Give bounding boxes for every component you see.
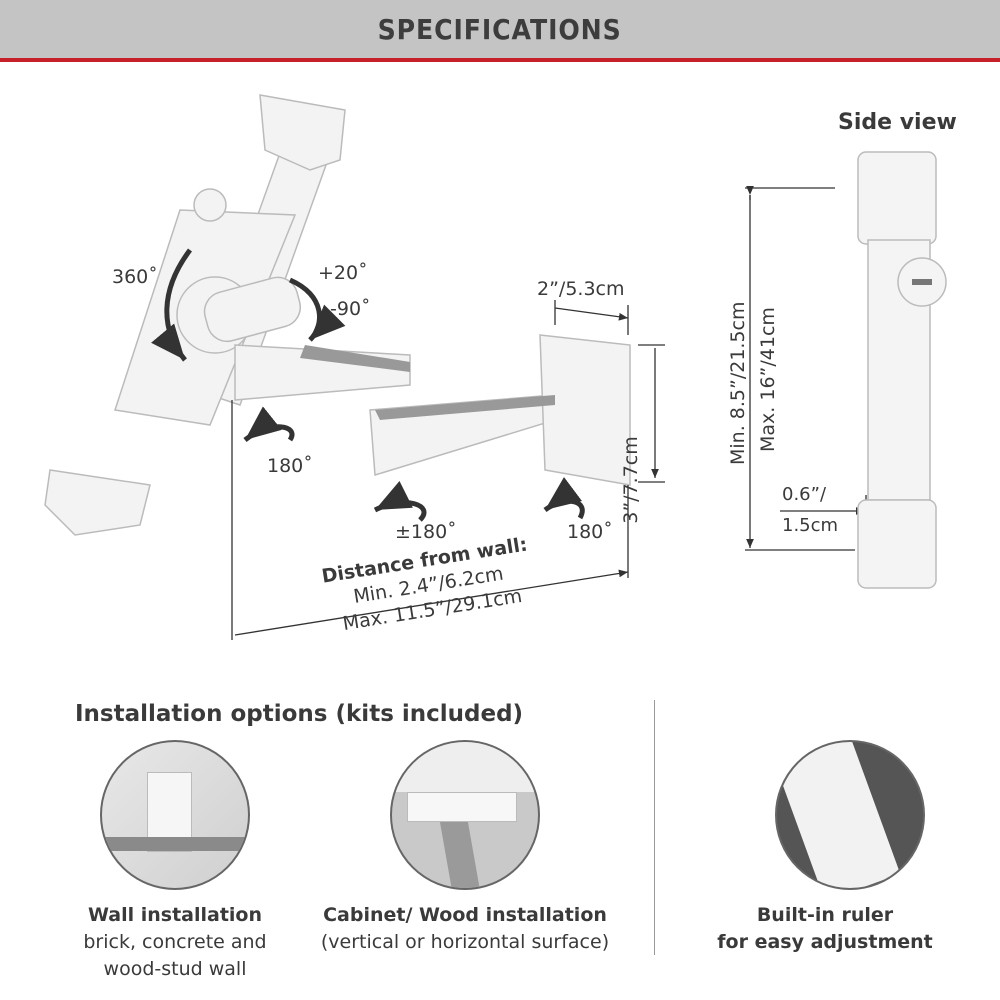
swivel-2-label: ±180˚ (395, 521, 457, 543)
option-title: Cabinet/ Wood installation (323, 904, 607, 926)
ruler-caption: Built-in ruler for easy adjustment (717, 902, 932, 956)
divider (654, 700, 655, 955)
header-accent-line (0, 58, 1000, 62)
tilt-down-label: -90˚ (330, 298, 371, 320)
swivel-3-label: 180˚ (567, 521, 613, 543)
tablet-holder (44, 94, 631, 536)
tilt-up-label: +20˚ (318, 262, 368, 284)
swivel-1-label: 180˚ (267, 455, 313, 477)
option-title: Built-in ruler (756, 904, 894, 926)
side-depth-line2: 1.5cm (782, 515, 839, 536)
side-min-size: Min. 8.5”/21.5cm (727, 301, 749, 465)
wall-installation-image (100, 740, 250, 890)
plate-width-label: 2”/5.3cm (537, 278, 625, 300)
option-desc: wood-stud wall (103, 958, 247, 980)
side-view-title: Side view (838, 110, 957, 135)
page-title: SPECIFICATIONS (377, 12, 623, 46)
header-bar: SPECIFICATIONS (0, 0, 1000, 58)
rotation-arrows (151, 248, 585, 522)
option-desc: brick, concrete and (83, 931, 267, 953)
cabinet-installation-image (390, 740, 540, 890)
ruler-image (775, 740, 925, 890)
wall-installation-caption: Wall installation brick, concrete and wo… (83, 902, 266, 983)
rotation-360-label: 360˚ (112, 266, 158, 288)
plate-height-label: 3”/7.7cm (620, 436, 642, 524)
option-desc: for easy adjustment (717, 931, 933, 953)
side-depth-line1: 0.6”/ (782, 484, 827, 505)
cabinet-installation-caption: Cabinet/ Wood installation (vertical or … (321, 902, 609, 956)
installation-title: Installation options (kits included) (75, 701, 524, 727)
side-view-drawing (857, 151, 947, 589)
option-desc: (vertical or horizontal surface) (320, 931, 610, 953)
side-max-size: Max. 16”/41cm (757, 307, 779, 452)
option-title: Wall installation (87, 904, 262, 926)
